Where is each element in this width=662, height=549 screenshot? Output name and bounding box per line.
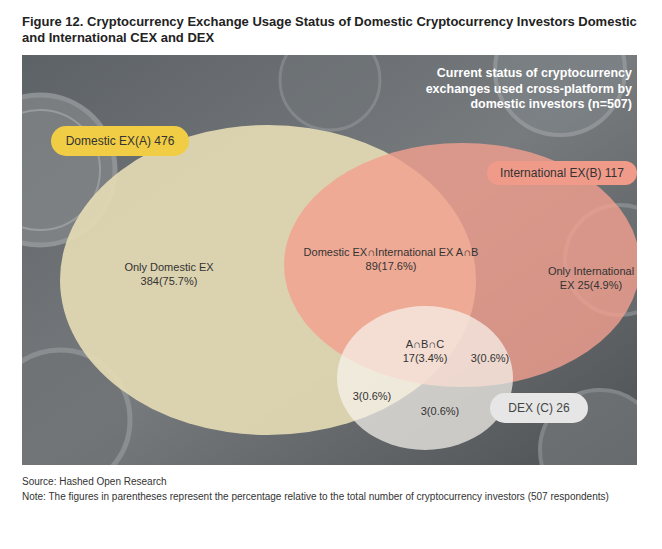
- set-label-pill: DEX (C) 26: [490, 393, 587, 423]
- region-count: 3(0.6%): [421, 405, 460, 419]
- set-label: DEX (C) 26: [508, 401, 569, 415]
- region-count: Domestic EX∩International EX A∩B 89(17.6…: [302, 246, 480, 274]
- set-label: Domestic EX(A) 476: [66, 134, 175, 148]
- chart-subtitle: Current status of cryptocurrency exchang…: [410, 66, 632, 113]
- region-count: Only International EX 25(4.9%): [545, 265, 637, 293]
- coin: [280, 55, 380, 130]
- set-label-pill: Domestic EX(A) 476: [51, 126, 190, 156]
- footnote: Note: The figures in parentheses represe…: [22, 491, 612, 504]
- figure-title: Figure 12. Cryptocurrency Exchange Usage…: [22, 14, 647, 47]
- photo-background: [22, 55, 637, 465]
- region-count: A∩B∩C 17(3.4%): [394, 338, 456, 366]
- region-count: 3(0.6%): [471, 352, 510, 366]
- set-label-pill: International EX(B) 117: [487, 161, 637, 185]
- dex-ellipse: [337, 306, 513, 450]
- set-label: International EX(B) 117: [500, 166, 624, 180]
- region-count: 3(0.6%): [353, 390, 392, 404]
- region-count: Only Domestic EX 384(75.7%): [109, 261, 229, 289]
- source-note: Source: Hashed Open Research: [22, 476, 167, 489]
